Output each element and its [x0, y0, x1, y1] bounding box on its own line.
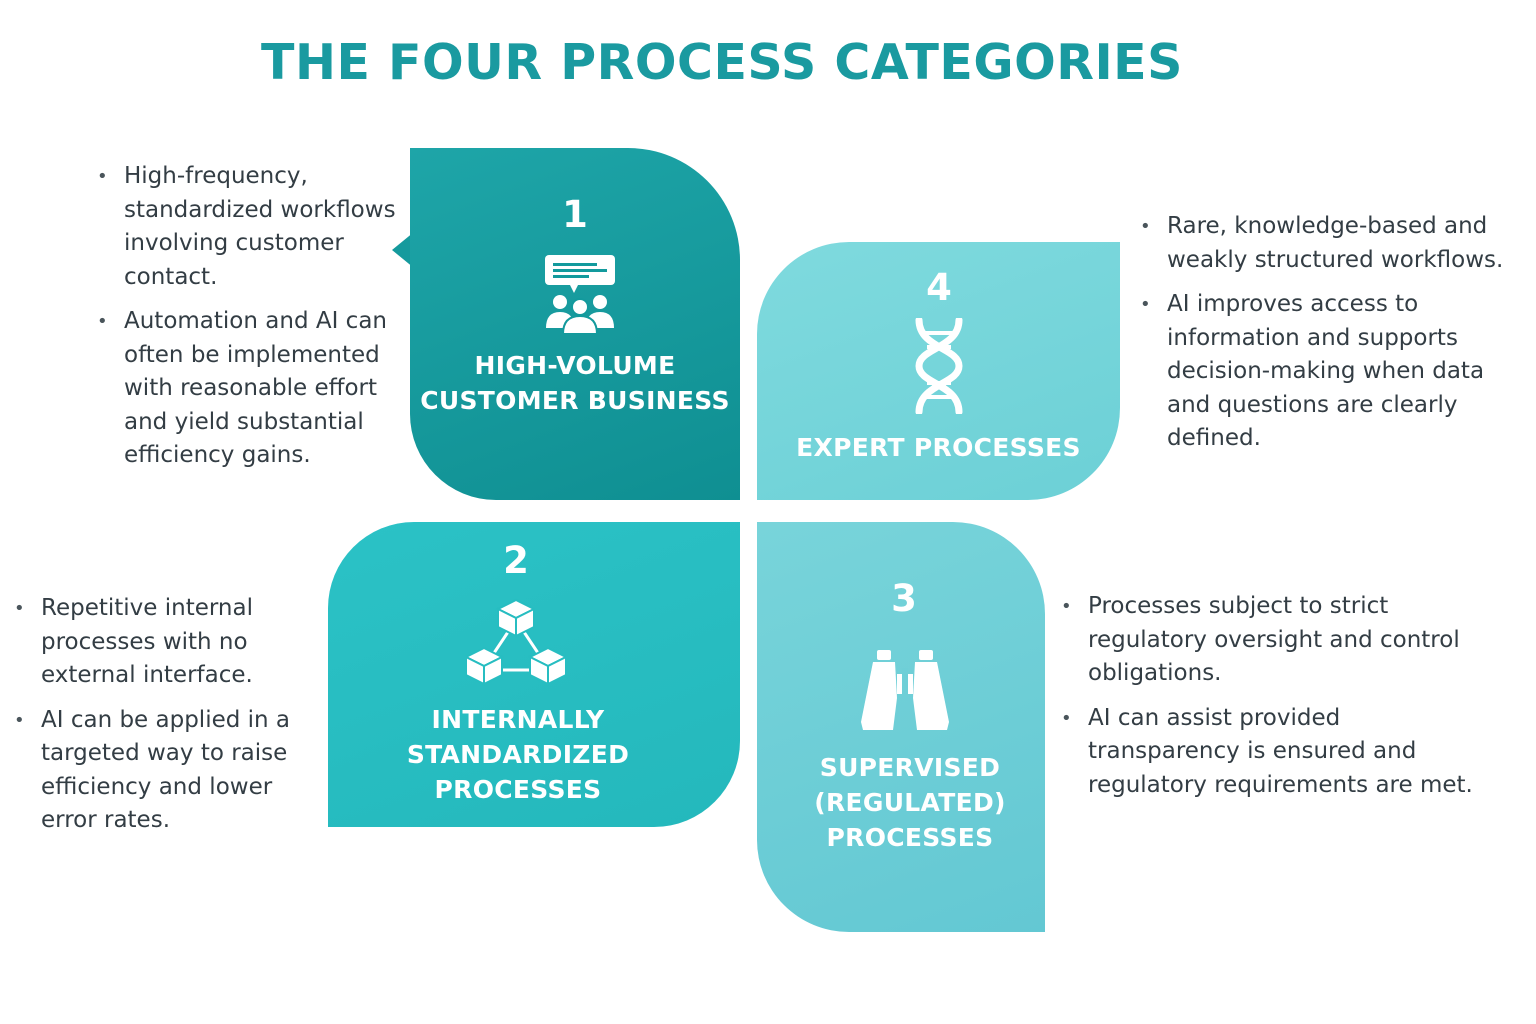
category-tile-3: 3 SUPERVISED (REGULATED) PROCESSES: [757, 522, 1045, 932]
label-line: CUSTOMER BUSINESS: [420, 386, 730, 415]
category-tile-2: 2 INTERNALLY STANDARDIZED PROCESSES: [328, 522, 740, 827]
category-number: 2: [503, 539, 529, 582]
label-line: STANDARDIZED: [406, 740, 630, 769]
category-label: SUPERVISED (REGULATED) PROCESSES: [757, 750, 1063, 855]
category-3-bullets: Processes subject to strict regulatory o…: [1061, 590, 1481, 813]
category-number: 4: [926, 266, 952, 309]
category-4-bullets: Rare, knowledge-based and weakly structu…: [1140, 210, 1515, 467]
tile-1-pointer: [392, 232, 414, 268]
label-line: HIGH-VOLUME: [474, 351, 676, 380]
bullet-item: Repetitive internal processes with no ex…: [14, 592, 304, 693]
label-line: PROCESSES: [826, 823, 994, 852]
bullet-item: High-frequency, standardized workflows i…: [97, 160, 397, 294]
bullet-item: AI improves access to information and su…: [1140, 288, 1515, 456]
page-title: THE FOUR PROCESS CATEGORIES: [261, 34, 1183, 91]
category-label: HIGH-VOLUME CUSTOMER BUSINESS: [410, 348, 740, 418]
label-line: SUPERVISED: [819, 753, 1001, 782]
category-2-bullets: Repetitive internal processes with no ex…: [14, 592, 304, 849]
label-line: EXPERT PROCESSES: [796, 433, 1081, 462]
bullet-item: AI can be applied in a targeted way to r…: [14, 704, 304, 838]
label-line: (REGULATED): [814, 788, 1006, 817]
bullet-item: Processes subject to strict regulatory o…: [1061, 590, 1481, 691]
customer-support-chat-icon: [540, 252, 620, 334]
category-tile-1: 1 HIGH-VOLUME CUSTOMER BUSINESS: [410, 148, 740, 500]
category-label: EXPERT PROCESSES: [757, 430, 1120, 465]
label-line: INTERNALLY: [431, 705, 605, 734]
category-number: 3: [891, 577, 917, 620]
bullet-item: Rare, knowledge-based and weakly structu…: [1140, 210, 1515, 277]
category-tile-4: 4 EXPERT PROCESSES: [757, 242, 1120, 500]
bullet-item: Automation and AI can often be implement…: [97, 305, 397, 473]
category-number: 1: [562, 193, 588, 236]
category-1-bullets: High-frequency, standardized workflows i…: [97, 160, 397, 484]
connected-cubes-icon: [466, 598, 566, 688]
category-label: INTERNALLY STANDARDIZED PROCESSES: [328, 702, 708, 807]
dna-icon: [913, 318, 965, 414]
binoculars-icon: [859, 648, 951, 732]
bullet-item: AI can assist provided transparency is e…: [1061, 702, 1481, 803]
label-line: PROCESSES: [434, 775, 602, 804]
